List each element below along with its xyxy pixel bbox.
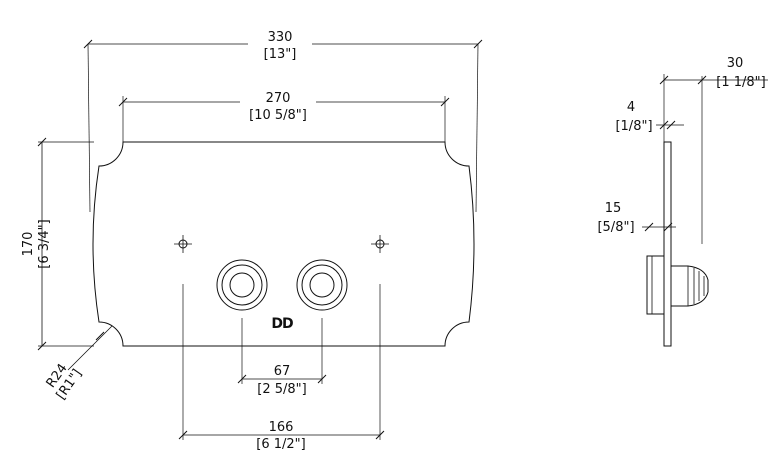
side-button-housing [646, 255, 665, 315]
overall-width-imperial: [13"] [264, 47, 297, 62]
dimension-button-projection: 15 [5/8"] [597, 201, 676, 235]
plate-thickness-value: 4 [627, 100, 635, 115]
total-depth-imperial: [1 1/8"] [716, 75, 765, 90]
button-spacing-value: 67 [274, 364, 291, 379]
dimension-screw-spacing: 166 [6 1/2"] [178, 284, 385, 452]
push-button-left [216, 259, 268, 311]
dimension-height: 170 [6 3/4"] [21, 137, 94, 351]
plate-outline [92, 141, 475, 347]
brand-logo: DD [271, 316, 294, 332]
button-spacing-imperial: [2 5/8"] [257, 382, 306, 397]
overall-width-value: 330 [268, 30, 293, 45]
dimension-total-depth: 30 [1 1/8"] [659, 56, 768, 244]
dimension-plate-thickness: 4 [1/8"] [615, 100, 684, 134]
brand-logo-text: DD [271, 316, 293, 332]
arc-width-value: 270 [266, 91, 291, 106]
arc-width-imperial: [10 5/8"] [249, 108, 307, 123]
height-imperial: [6 3/4"] [37, 219, 52, 268]
front-view: 330 [13"] 270 [10 5/8"] 170 [6 3/4"] [21, 30, 483, 452]
total-depth-value: 30 [727, 56, 744, 71]
dimension-arc-width: 270 [10 5/8"] [118, 91, 450, 142]
dimension-overall-width: 330 [13"] [83, 30, 483, 213]
screw-spacing-value: 166 [269, 420, 294, 435]
plate-thickness-imperial: [1/8"] [615, 119, 652, 134]
side-view: 30 [1 1/8"] 4 [1/8"] 15 [5/8"] [597, 56, 768, 347]
screw-mark-right [371, 235, 389, 253]
push-button-right [296, 259, 348, 311]
button-projection-value: 15 [605, 201, 622, 216]
button-projection-imperial: [5/8"] [597, 220, 634, 235]
height-value: 170 [21, 232, 36, 257]
screw-mark-left [174, 235, 192, 253]
dimension-button-spacing: 67 [2 5/8"] [237, 318, 327, 397]
side-plate [663, 141, 672, 347]
dimension-corner-radius: R24 [R1"] [44, 325, 113, 403]
screw-spacing-imperial: [6 1/2"] [256, 437, 305, 452]
side-button-cap [671, 265, 709, 307]
